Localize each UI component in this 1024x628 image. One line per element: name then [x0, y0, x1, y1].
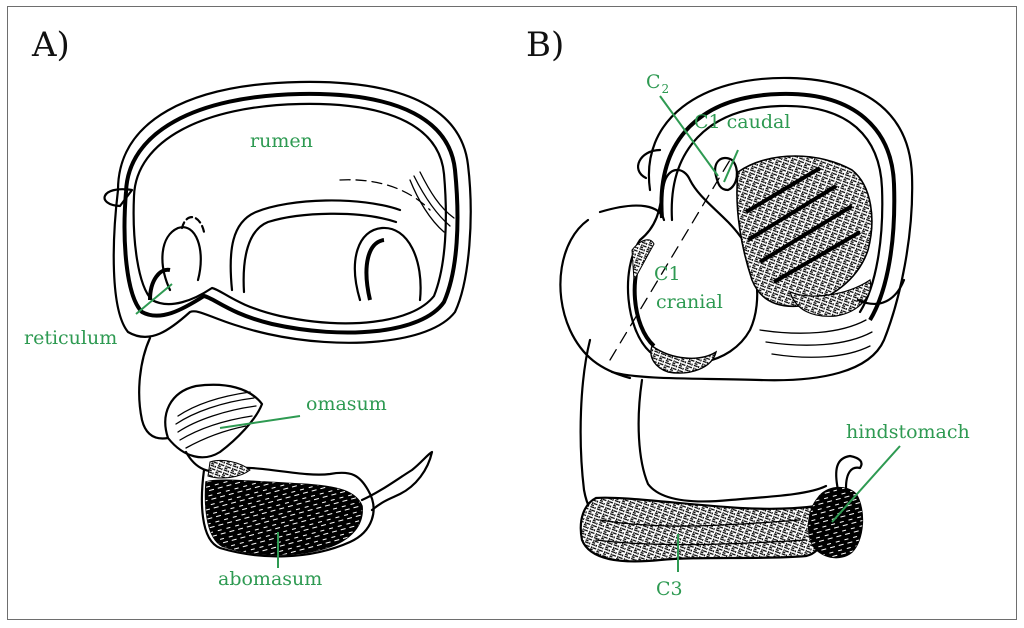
- c2-label-main: C: [646, 71, 661, 93]
- c1-cranial-label-line1: C1: [654, 263, 681, 285]
- panel-a: A): [24, 25, 471, 590]
- c1-dashed-axis: [610, 160, 730, 360]
- c1-cranial-envelope-top: [600, 206, 664, 220]
- panel-a-letter: A): [31, 25, 70, 65]
- panel-b: B): [526, 25, 970, 600]
- hindstomach-label: hindstomach: [846, 421, 970, 443]
- duodenum-fold: [370, 476, 402, 496]
- reticulum-lobe: [162, 227, 200, 290]
- c2-chamber: [715, 158, 737, 190]
- c3-tube: [581, 498, 827, 562]
- reticulum-label: reticulum: [24, 327, 117, 349]
- hindstomach-leader: [832, 446, 900, 522]
- rumen-caudal-sac: [355, 228, 421, 300]
- c1-lower-ridges: [760, 320, 872, 357]
- reticulum-leader: [136, 284, 172, 314]
- abomasum-transition-texture: [208, 460, 250, 478]
- esophagus-left: [139, 338, 168, 438]
- c1-caudal-label: C1 caudal: [694, 111, 790, 133]
- rumen-caudal-sac-shade: [366, 240, 384, 300]
- rumen-pillar-fold-inner: [244, 214, 396, 292]
- c3-label: C3: [656, 578, 683, 600]
- duodenum-b: [836, 456, 861, 490]
- reticulum-dashed: [182, 217, 204, 232]
- c1-cranial-envelope-outer: [560, 220, 630, 378]
- c1-cranial-label-line2: cranial: [656, 291, 723, 313]
- c1-cranial-bottom-texture: [651, 346, 716, 373]
- c1-cranial-side-texture: [632, 240, 654, 280]
- omasum-label: omasum: [306, 393, 387, 415]
- c2-label: C2: [646, 71, 669, 96]
- c2-label-subscript: 2: [662, 82, 670, 96]
- rumen-label: rumen: [250, 130, 313, 152]
- c1-c3-connection-right: [639, 380, 826, 501]
- abomasum-label: abomasum: [218, 568, 322, 590]
- rumen-wall-hatch: [410, 172, 454, 232]
- panel-b-letter: B): [526, 25, 564, 65]
